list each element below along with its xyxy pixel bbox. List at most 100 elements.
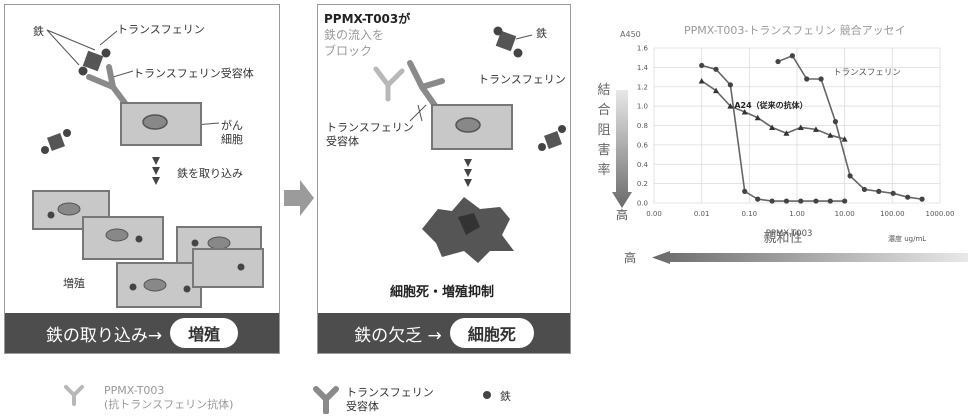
y-axis-arrow: [612, 90, 632, 208]
transferrin-free-icon: [41, 129, 71, 154]
transferrin-icon: [78, 48, 111, 76]
panel1-illustration: [32, 29, 264, 308]
data-point: [847, 173, 853, 179]
transferrin-icon: [493, 26, 523, 58]
data-point: [755, 196, 761, 202]
legend-iron: 鉄: [500, 390, 511, 403]
right-arrow-icon: [284, 180, 314, 216]
cancer-cell-icon: [431, 104, 513, 150]
y-high-label: 高: [616, 207, 628, 222]
label-proliferation: 増殖: [63, 277, 85, 290]
label-transferrin: トランスフェリン: [478, 73, 566, 86]
label-iron: 鉄: [33, 25, 44, 38]
y-tick-label: 0.0: [637, 200, 648, 208]
chart-title: PPMX-T003-トランスフェリン 競合アッセイ: [684, 23, 906, 37]
series-3: トランスフェリン: [775, 53, 925, 202]
down-arrows-icon: [464, 159, 472, 187]
y-axis-label-char: 率: [597, 162, 610, 178]
down-arrows-icon: [152, 157, 160, 185]
data-point: [876, 188, 882, 194]
data-point: [890, 190, 896, 196]
x-tick-label: 1000.00: [926, 210, 955, 218]
data-point: [813, 198, 819, 204]
footer-text: 鉄の取り込み→: [45, 325, 163, 346]
data-point: [699, 62, 705, 69]
y-tick-label: 1.4: [637, 64, 649, 72]
y-tick-label: 1.0: [637, 103, 648, 111]
x-axis-label: 親和性: [763, 231, 802, 246]
data-point: [727, 82, 733, 88]
data-point: [798, 198, 804, 204]
legend-receptor-line1: トランスフェリン: [346, 386, 434, 399]
data-point: [832, 119, 839, 125]
y-tick-label: 0.4: [637, 161, 649, 169]
dead-cell-icon: [422, 197, 514, 263]
cancer-cell-icon: [120, 102, 202, 146]
antibody-icon: [373, 66, 405, 102]
series-label: A24（従来の抗体）: [734, 100, 807, 110]
data-point: [754, 114, 761, 121]
data-point: [783, 130, 790, 136]
y-tick-label: 0.8: [637, 122, 648, 130]
x-high-label: 高: [624, 250, 636, 265]
data-point: [804, 76, 810, 82]
y-tick-label: 0.2: [637, 180, 648, 188]
data-point: [727, 103, 734, 109]
data-point: [713, 66, 719, 72]
title-line2: 鉄の流入を: [324, 28, 385, 42]
footer-pill: 増殖: [170, 318, 239, 348]
label-result: 細胞死・増殖抑制: [390, 285, 495, 300]
series-label: PPMX-T003: [766, 229, 813, 239]
x-unit-label: 濃度 ug/mL: [888, 234, 926, 243]
transferrin-free-icon: [538, 125, 566, 151]
label-cancer-line2: 細胞: [221, 133, 243, 146]
panel2-illustration: [373, 26, 566, 263]
data-point: [812, 126, 819, 132]
label-iron: 鉄: [536, 27, 547, 40]
data-point: [827, 198, 833, 204]
receptor-icon: [86, 64, 128, 106]
data-point: [919, 196, 925, 202]
footer-pill: 細胞死: [449, 318, 534, 348]
y-axis-label-char: 合: [597, 103, 610, 118]
x-tick-label: 0.10: [742, 210, 758, 218]
legend-antibody-line2: (抗トランスフェリン抗体): [104, 398, 234, 411]
panel-iron-block: PPMX-T003が 鉄の流入を ブロック 鉄 トランスフェリン トランスフェリ…: [317, 4, 571, 354]
series-label: トランスフェリン: [833, 68, 901, 78]
antibody-legend-icon: [64, 385, 84, 406]
legend-antibody: PPMX-T003 (抗トランスフェリン抗体): [104, 384, 233, 412]
y-tick-label: 1.2: [637, 83, 648, 91]
iron-legend-icon: [483, 391, 491, 399]
y-tick-label: 0.6: [637, 141, 649, 149]
data-point: [905, 194, 911, 200]
data-point: [818, 76, 824, 82]
x-tick-label: 10.00: [835, 210, 855, 218]
x-tick-label: 1.00: [789, 210, 805, 218]
label-receptor-line1: トランスフェリン: [326, 121, 414, 134]
panel2-footer: 鉄の欠乏 → 細胞死: [318, 313, 570, 353]
data-point: [741, 108, 748, 115]
data-point: [842, 198, 848, 204]
title-line3: ブロック: [324, 44, 373, 58]
panel1-footer: 鉄の取り込み→ 増殖: [5, 313, 279, 353]
y-unit-label: A450: [620, 30, 641, 39]
label-iron-uptake: 鉄を取り込み: [177, 167, 243, 180]
panel-iron-uptake: トランスフェリン 鉄 トランスフェリン受容体 がん 細胞 鉄を取り込み 増殖 鉄…: [4, 4, 280, 354]
legend-antibody-line1: PPMX-T003: [104, 384, 165, 397]
data-point: [841, 136, 848, 142]
data-point: [789, 53, 795, 59]
label-transferrin: トランスフェリン: [117, 23, 205, 36]
x-tick-label: 0.01: [694, 210, 710, 218]
x-tick-label: 100.00: [880, 210, 905, 218]
data-point: [698, 77, 705, 84]
y-tick-label: 1.6: [637, 45, 649, 53]
label-receptor-line2: 受容体: [326, 135, 359, 148]
data-point: [827, 132, 834, 138]
series-2: A24（従来の抗体）: [698, 77, 848, 142]
receptor-legend-icon: [313, 386, 339, 414]
data-point: [769, 198, 775, 204]
label-cancer-line1: がん: [221, 119, 243, 132]
data-point: [797, 124, 804, 130]
